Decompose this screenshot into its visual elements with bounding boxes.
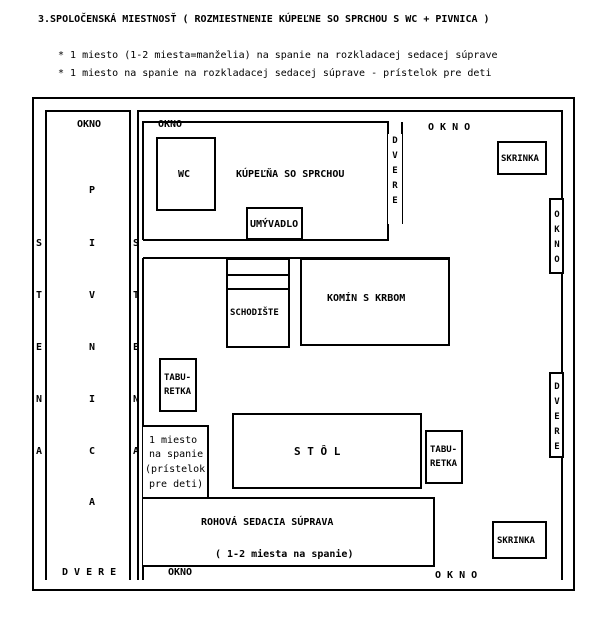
stena-left-letter: A — [35, 446, 43, 457]
stena-right-letter: A — [132, 446, 140, 457]
door-right: D V E R E — [549, 372, 564, 458]
pivnica-letter: I — [88, 238, 96, 249]
sink-box: UMÝVADLO — [246, 207, 303, 240]
pivnica-letter: V — [88, 290, 96, 301]
extra-bed-line-1: 1 miesto — [149, 435, 198, 446]
table-label: S T Ô L — [294, 445, 341, 458]
extra-bed-line-3: (prístelok — [145, 464, 206, 475]
stair-step — [228, 274, 288, 276]
pivnica-letter: I — [88, 394, 96, 405]
wc-box: WC — [156, 137, 216, 211]
table: S T Ô L — [232, 413, 422, 489]
chimney-label: KOMÍN S KRBOM — [327, 293, 406, 304]
stena-left-letter: N — [35, 394, 43, 405]
stena-right-letter: N — [132, 394, 140, 405]
stool-right: TABU- RETKA — [425, 430, 463, 484]
cabinet-bottom: SKRINKA — [492, 521, 547, 559]
stair-step — [228, 288, 288, 290]
bathroom-label: KÚPEĽŇA SO SPRCHOU — [236, 169, 345, 180]
cabinet-top: SKRINKA — [497, 141, 547, 175]
cabinet-top-label: SKRINKA — [501, 154, 539, 164]
extra-bed-line-4: pre deti) — [149, 479, 204, 490]
sink-label: UMÝVADLO — [250, 219, 299, 230]
extra-bed-line-2: na spanie — [149, 449, 204, 460]
stool-left-label-1: TABU- — [164, 373, 192, 383]
note-2: * 1 miesto na spanie na rozkladacej seda… — [58, 68, 492, 79]
window-bottom-right: O K N O — [435, 570, 478, 581]
stool-left-label-2: RETKA — [164, 387, 192, 397]
staircase-label: SCHODIŠTE — [230, 308, 279, 318]
page-title: 3.SPOLOČENSKÁ MIESTNOSŤ ( ROZMIESTNENIE … — [38, 14, 490, 25]
door-right-label: D V E R E — [554, 382, 560, 452]
sofa-label: ROHOVÁ SEDACIA SÚPRAVA — [201, 517, 334, 528]
stena-right-letter: S — [132, 238, 140, 249]
note-1: * 1 miesto (1-2 miesta=manželia) na span… — [58, 50, 498, 61]
bathroom-door-label: D V E R E — [392, 136, 398, 206]
window-bottom-left: OKNO — [168, 567, 193, 578]
stool-left: TABU- RETKA — [159, 358, 197, 412]
door-pivnica: D V E R E — [62, 567, 117, 578]
bathroom-door: D V E R E — [388, 134, 402, 224]
stena-left-letter: T — [35, 290, 43, 301]
stool-right-label-2: RETKA — [430, 459, 458, 469]
staircase: SCHODIŠTE — [226, 258, 290, 348]
stena-right-letter: E — [132, 342, 140, 353]
sofa-sub-label: ( 1-2 miesta na spanie) — [215, 549, 354, 560]
chimney-fireplace: KOMÍN S KRBOM — [300, 258, 450, 346]
stena-left-letter: E — [35, 342, 43, 353]
cabinet-bottom-label: SKRINKA — [497, 536, 535, 546]
window-right: O K N O — [549, 198, 564, 274]
window-bathroom: OKNO — [158, 119, 183, 130]
window-right-label: O K N O — [554, 210, 560, 265]
stool-right-label-1: TABU- — [430, 445, 458, 455]
wc-label: WC — [178, 169, 191, 180]
pivnica-letter: C — [88, 446, 96, 457]
window-top-right: O K N O — [428, 122, 471, 133]
pivnica-letter: P — [88, 185, 96, 196]
stena-left-letter: S — [35, 238, 43, 249]
window-pivnica: OKNO — [77, 119, 102, 130]
pivnica-letter: A — [88, 497, 96, 508]
pivnica-letter: N — [88, 342, 96, 353]
stena-right-letter: T — [132, 290, 140, 301]
corner-sofa: ROHOVÁ SEDACIA SÚPRAVA ( 1-2 miesta na s… — [143, 497, 435, 567]
